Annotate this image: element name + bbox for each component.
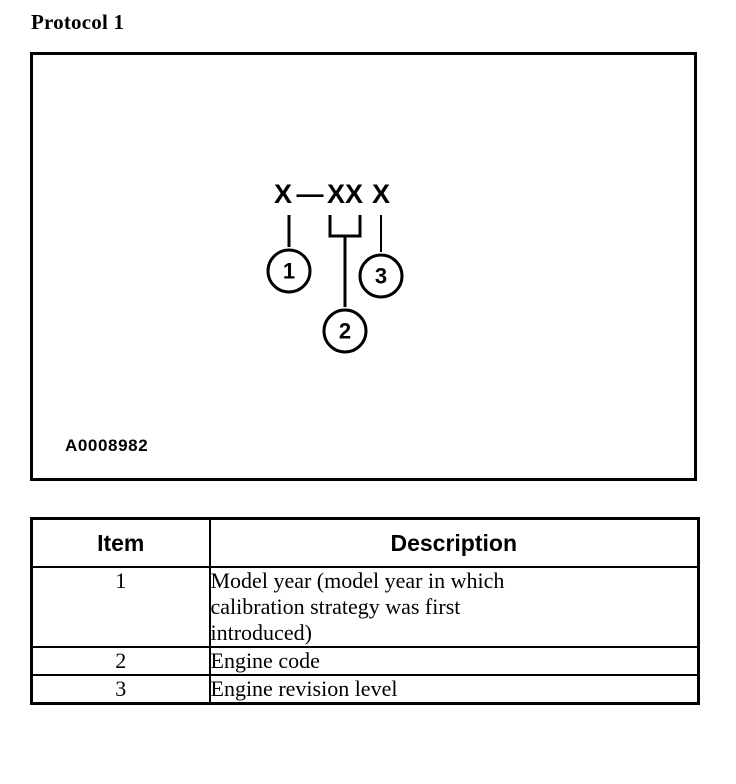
table-row: 2 Engine code: [30, 646, 700, 676]
code-dash: —: [297, 179, 324, 209]
column-header-description: Description: [208, 517, 700, 568]
table-row: 3 Engine revision level: [30, 674, 700, 705]
calibration-code-diagram: 1 2 3 X — XX X A0008982: [65, 179, 404, 455]
callout-label-3: 3: [375, 264, 387, 289]
item-description: Engine revision level: [208, 674, 700, 705]
table-header-row: Item Description: [30, 517, 700, 568]
column-header-item: Item: [30, 517, 211, 568]
figure-id-label: A0008982: [65, 436, 148, 455]
item-number: 3: [30, 674, 211, 705]
item-number: 1: [30, 566, 211, 648]
code-segment-revision-level: X: [372, 179, 390, 209]
item-description: Model year (model year in which calibrat…: [208, 566, 700, 648]
description-line: Engine code: [210, 648, 320, 673]
callout-label-2: 2: [339, 319, 351, 344]
callout-circle-1: [266, 248, 312, 294]
table-row: 1 Model year (model year in which calibr…: [30, 566, 700, 648]
description-line: Engine revision level: [210, 676, 398, 701]
description-line: calibration strategy was first: [210, 594, 461, 619]
callout-circle-2: [322, 308, 368, 354]
item-number: 2: [30, 646, 211, 676]
item-description: Engine code: [208, 646, 700, 676]
code-segment-model-year: X: [274, 179, 292, 209]
callout-circle-3: [358, 253, 404, 299]
bracket-2: [328, 215, 362, 238]
legend-table: Item Description 1 Model year (model yea…: [30, 517, 700, 705]
page-title: Protocol 1: [31, 10, 125, 34]
description-line: Model year (model year in which: [210, 568, 505, 593]
code-segment-engine-code: XX: [327, 179, 363, 209]
figure-frame: 1 2 3 X — XX X A0008982: [30, 52, 697, 481]
callout-label-1: 1: [283, 259, 295, 284]
description-line: introduced): [210, 620, 312, 645]
